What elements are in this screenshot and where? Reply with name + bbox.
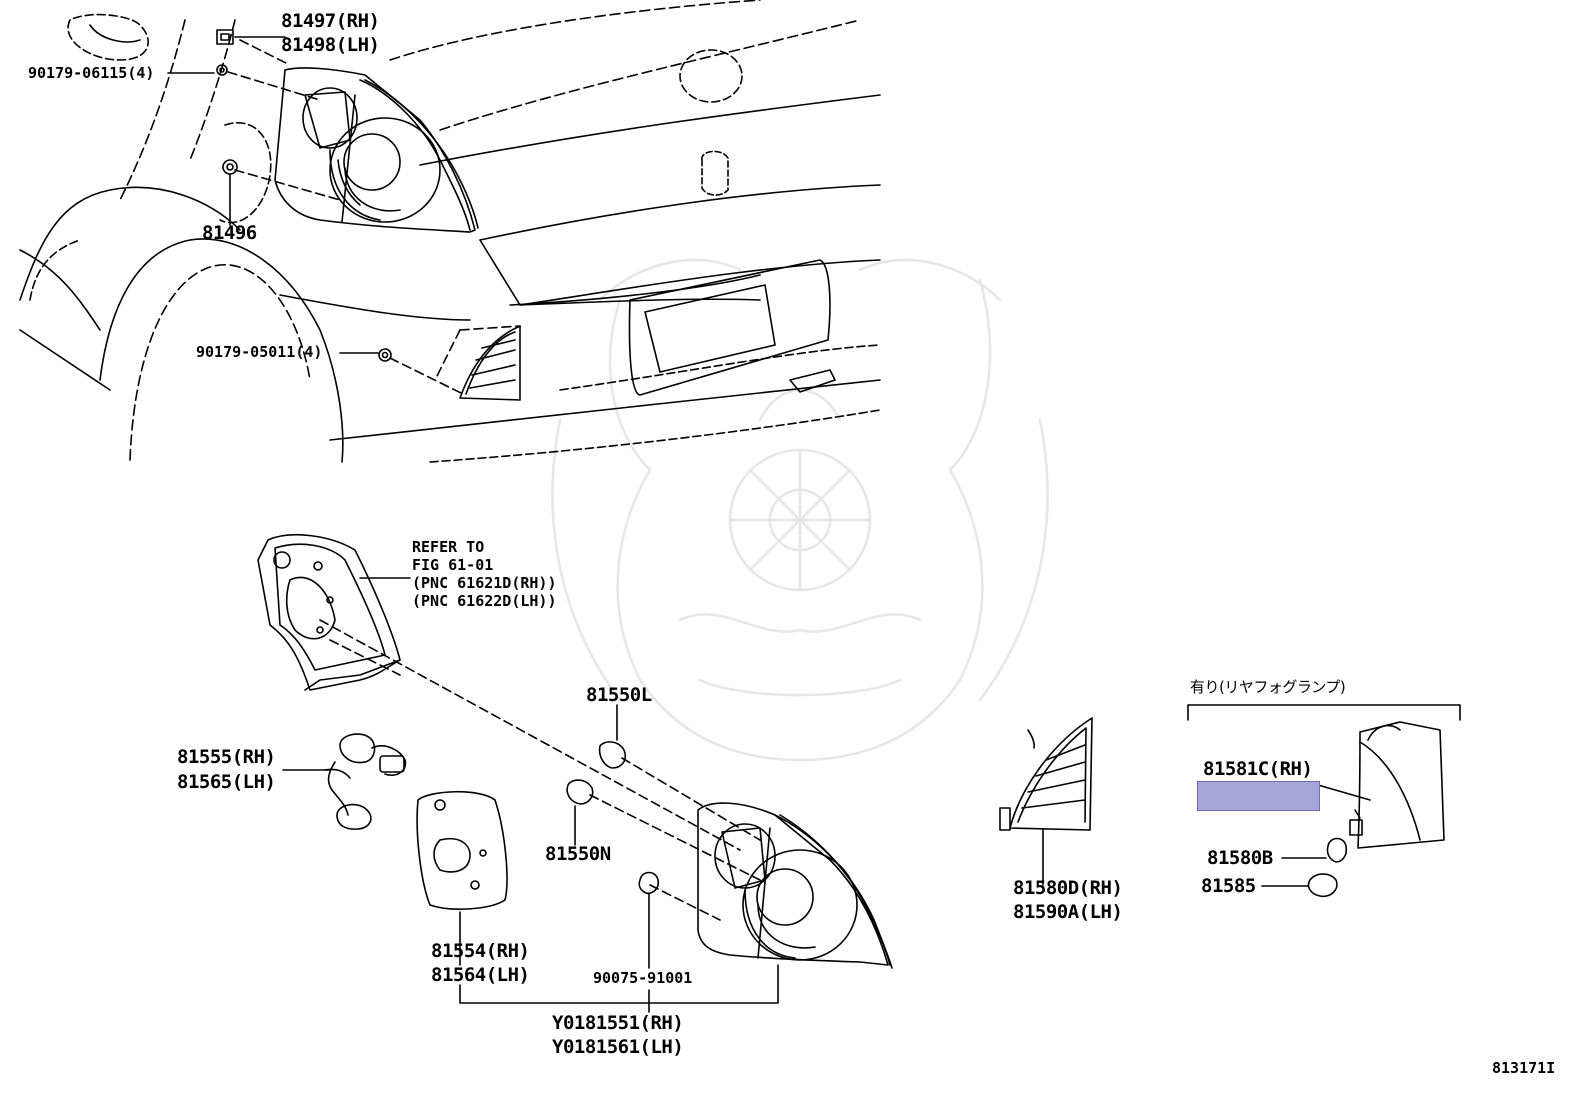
fasteners-upper — [216, 29, 392, 362]
socket-wire — [282, 733, 407, 830]
label-81580D: 81580D(RH) — [1013, 877, 1123, 899]
label-81555: 81555(RH) — [177, 746, 276, 768]
leaders-lower — [319, 619, 761, 921]
label-81580B: 81580B — [1207, 847, 1273, 869]
leaders-upper — [167, 36, 521, 396]
fog-lamp — [1187, 704, 1461, 898]
refer-line-1: REFER TO — [412, 538, 485, 556]
refer-line-2: FIG 61-01 — [412, 556, 494, 574]
car-body — [19, 0, 881, 463]
watermark-emblem — [551, 258, 1049, 762]
body-panel — [257, 534, 411, 691]
label-81581C: 81581C(RH) — [1203, 758, 1313, 780]
label-81590A: 81590A(LH) — [1013, 901, 1123, 923]
label-90075-91001: 90075-91001 — [593, 969, 693, 987]
label-90179-05011: 90179-05011(4) — [196, 343, 323, 361]
bracket-y01 — [459, 964, 779, 1013]
gasket — [416, 790, 508, 966]
tail-lamp-lower — [697, 802, 893, 969]
reflector-upper — [459, 325, 521, 401]
bulbs — [566, 704, 660, 969]
label-81550N: 81550N — [545, 843, 611, 865]
figure-id: 813171I — [1492, 1059, 1556, 1077]
label-90179-06115: 90179-06115(4) — [28, 64, 155, 82]
label-y0181551: Y0181551(RH) — [552, 1012, 684, 1034]
highlight-81581C[interactable] — [1197, 781, 1320, 811]
label-y0181561: Y0181561(LH) — [552, 1036, 684, 1058]
tail-lamp-upper — [274, 67, 479, 233]
reflector-lower — [999, 717, 1093, 886]
label-81554: 81554(RH) — [431, 940, 530, 962]
label-81565: 81565(LH) — [177, 771, 276, 793]
label-81496: 81496 — [202, 222, 257, 244]
label-81498: 81498(LH) — [281, 34, 380, 56]
label-81585: 81585 — [1201, 875, 1256, 897]
refer-line-4: (PNC 61622D(LH)) — [412, 592, 557, 610]
refer-line-3: (PNC 61621D(RH)) — [412, 574, 557, 592]
label-81564: 81564(LH) — [431, 964, 530, 986]
label-81497: 81497(RH) — [281, 10, 380, 32]
label-rear-fog-lamp-note: 有り(リヤフォグランプ) — [1190, 678, 1346, 696]
label-81550L: 81550L — [586, 684, 652, 706]
